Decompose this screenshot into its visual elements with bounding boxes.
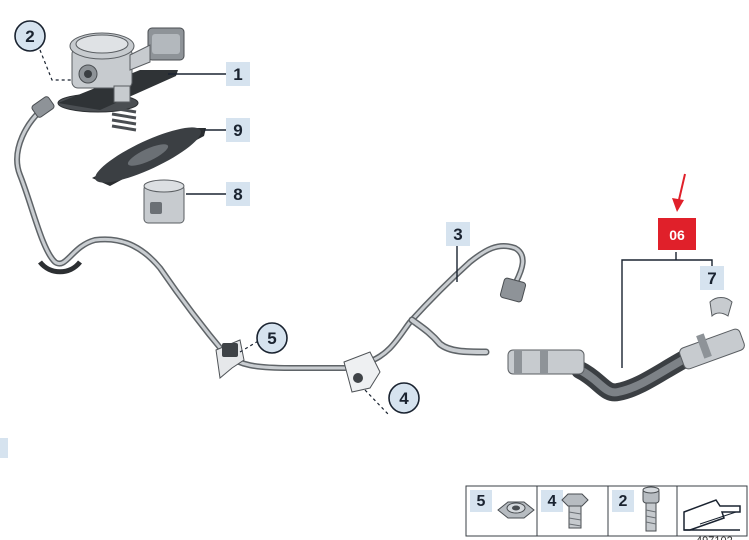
nut-icon [497, 501, 535, 519]
edge-highlight [0, 438, 8, 458]
pump-spring [111, 106, 137, 132]
legend-cell-nut[interactable]: 5 [470, 490, 535, 519]
group-badge-label: 06 [669, 227, 685, 243]
pump-outlet-hole [84, 70, 92, 78]
legend-table: 5 4 2 [465, 485, 748, 537]
roller-tappet[interactable] [143, 179, 185, 224]
legend-cell-symbol[interactable] [683, 499, 741, 531]
hose-right-fitting-ring [696, 333, 712, 359]
hose-clip[interactable] [709, 297, 733, 318]
callout-1[interactable]: 1 [226, 62, 250, 86]
hose-body-highlight [576, 352, 694, 397]
tappet-window [150, 202, 162, 214]
clip-body [709, 297, 733, 318]
seal-ring-hole [127, 144, 169, 166]
callout-8[interactable]: 8 [226, 182, 250, 206]
feed-line-union-nut [31, 96, 55, 118]
callout-3[interactable]: 3 [446, 222, 470, 246]
leader-5-dashed [239, 339, 261, 353]
callout-3-label: 3 [453, 225, 462, 244]
pipe-bracket-left [215, 339, 245, 379]
callout-2-label: 2 [25, 27, 34, 46]
callout-4-label: 4 [399, 389, 409, 408]
pump-top-cap [75, 34, 129, 54]
pipe-bracket-right [343, 351, 381, 393]
pump-connector-face [152, 34, 180, 54]
callout-5-label: 5 [267, 329, 276, 348]
tappet-top [143, 179, 185, 193]
hose-left-fitting-ring1 [514, 350, 522, 374]
callout-7[interactable]: 7 [700, 266, 724, 290]
group-badge-06[interactable]: 06 [658, 218, 696, 250]
feed-line-end-nut [499, 277, 527, 303]
legend-cell-bolt[interactable]: 4 [541, 490, 589, 529]
socket-screw-icon [642, 486, 660, 532]
feed-line-branch [410, 318, 488, 354]
hose-right-fitting [679, 328, 745, 370]
callout-9-label: 9 [233, 121, 242, 140]
pump-stem [113, 85, 131, 103]
callout-9[interactable]: 9 [226, 118, 250, 142]
callout-1-label: 1 [233, 65, 242, 84]
red-arrow-icon [672, 173, 686, 212]
callout-2[interactable]: 2 [14, 20, 46, 52]
feed-line-left-clamp [38, 260, 82, 275]
seal-ring[interactable] [90, 118, 207, 192]
fuel-hose[interactable] [507, 328, 746, 402]
callout-5[interactable]: 5 [256, 322, 288, 354]
diagram-code: 497102 [696, 535, 733, 540]
pump-connector-neck [129, 44, 151, 71]
leader-2-dashed [39, 49, 72, 81]
leader-4-dashed [364, 389, 389, 415]
callout-7-label: 7 [707, 269, 716, 288]
legend-cell-screw[interactable]: 2 [612, 486, 660, 532]
hose-left-fitting-ring2 [540, 350, 548, 374]
diagram-arrow-icon [683, 499, 741, 531]
feed-line-right [366, 244, 525, 364]
callout-8-label: 8 [233, 185, 242, 204]
legend-label-nut: 5 [477, 493, 486, 510]
legend-label-screw: 2 [619, 493, 628, 510]
hex-bolt-icon [561, 493, 589, 529]
callout-4[interactable]: 4 [388, 382, 420, 414]
high-pressure-pump[interactable] [57, 27, 185, 113]
legend-label-bolt: 4 [548, 493, 557, 510]
